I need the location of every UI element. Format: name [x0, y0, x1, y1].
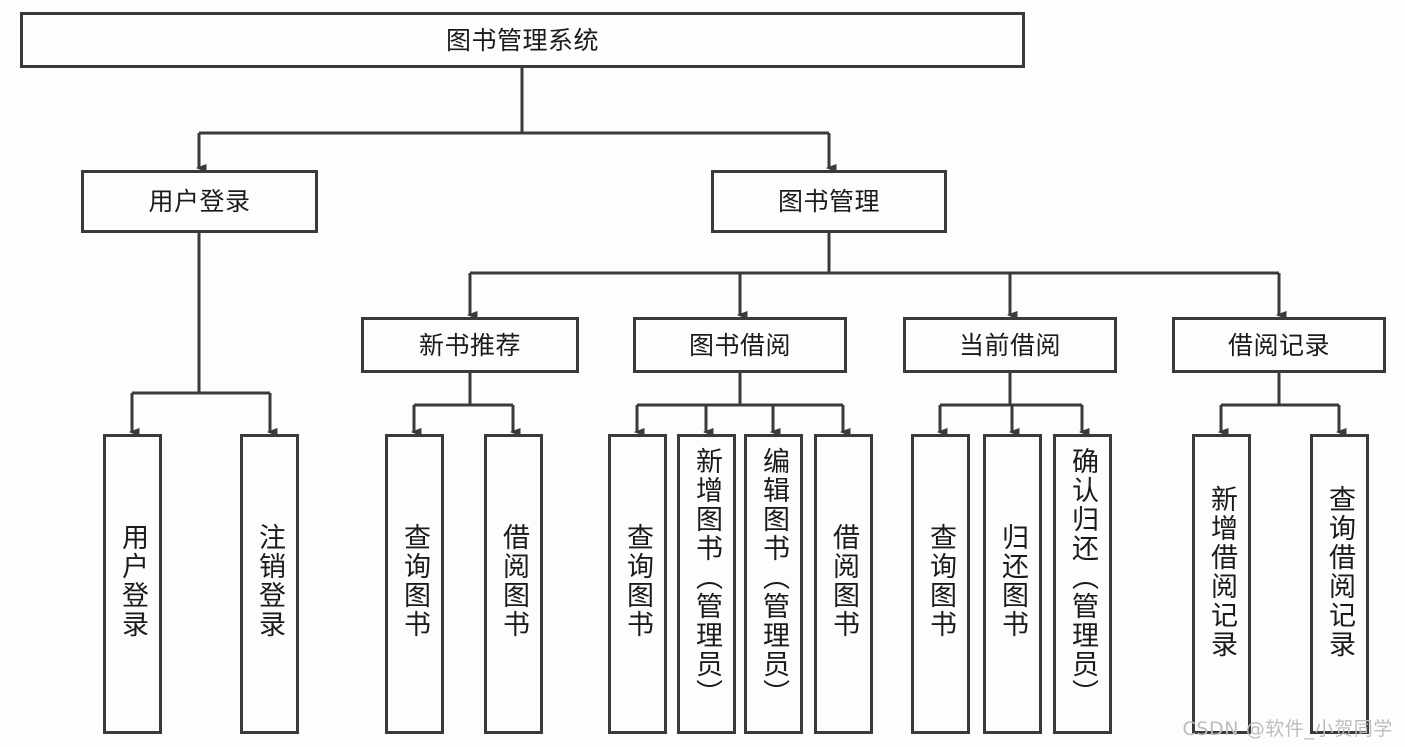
leaves-node[interactable]: 新增图书（管理员） [677, 434, 736, 734]
node-label: 新增借阅记录 [1206, 485, 1237, 659]
node-label: 查询图书 [925, 523, 956, 639]
watermark-text: CSDN @软件_小贺同学 [1182, 718, 1393, 740]
level2-node[interactable]: 图书管理 [711, 170, 947, 233]
leaves-node[interactable]: 借阅图书 [814, 434, 873, 734]
leaves-node[interactable]: 查询图书 [608, 434, 667, 734]
level2-node[interactable]: 用户登录 [81, 170, 318, 233]
leaves-node[interactable]: 用户登录 [103, 434, 162, 734]
level3-node[interactable]: 借阅记录 [1172, 317, 1386, 373]
root-node[interactable]: 图书管理系统 [20, 12, 1025, 68]
node-label: 查询图书 [399, 523, 430, 639]
leaves-node[interactable]: 查询图书 [385, 434, 444, 734]
leaves-node[interactable]: 注销登录 [240, 434, 299, 734]
node-label: 归还图书 [997, 523, 1028, 639]
level3-node[interactable]: 新书推荐 [361, 317, 579, 373]
node-label: 新书推荐 [418, 330, 521, 360]
node-label: 借阅图书 [828, 523, 859, 639]
leaves-node[interactable]: 查询借阅记录 [1310, 434, 1369, 734]
leaves-node[interactable]: 查询图书 [911, 434, 970, 734]
leaves-node[interactable]: 新增借阅记录 [1192, 434, 1251, 734]
node-label: 图书管理 [777, 187, 880, 216]
node-label: 图书借阅 [688, 330, 791, 360]
node-label: 注销登录 [254, 523, 285, 639]
node-label: 查询借阅记录 [1324, 485, 1355, 659]
node-label: 借阅记录 [1227, 330, 1330, 360]
node-label: 用户登录 [148, 187, 251, 216]
node-label: 借阅图书 [498, 523, 529, 639]
level3-node[interactable]: 当前借阅 [903, 317, 1117, 373]
leaves-node[interactable]: 借阅图书 [484, 434, 543, 734]
node-label: 确认归还（管理员） [1067, 447, 1098, 708]
leaves-node[interactable]: 确认归还（管理员） [1053, 434, 1112, 734]
leaves-node[interactable]: 编辑图书（管理员） [744, 434, 803, 734]
node-label: 图书管理系统 [445, 25, 599, 55]
leaves-node[interactable]: 归还图书 [983, 434, 1042, 734]
node-label: 查询图书 [622, 523, 653, 639]
node-label: 编辑图书（管理员） [758, 447, 789, 708]
node-label: 新增图书（管理员） [691, 447, 722, 708]
level3-node[interactable]: 图书借阅 [633, 317, 847, 373]
node-label: 用户登录 [117, 523, 148, 639]
node-label: 当前借阅 [958, 330, 1061, 360]
